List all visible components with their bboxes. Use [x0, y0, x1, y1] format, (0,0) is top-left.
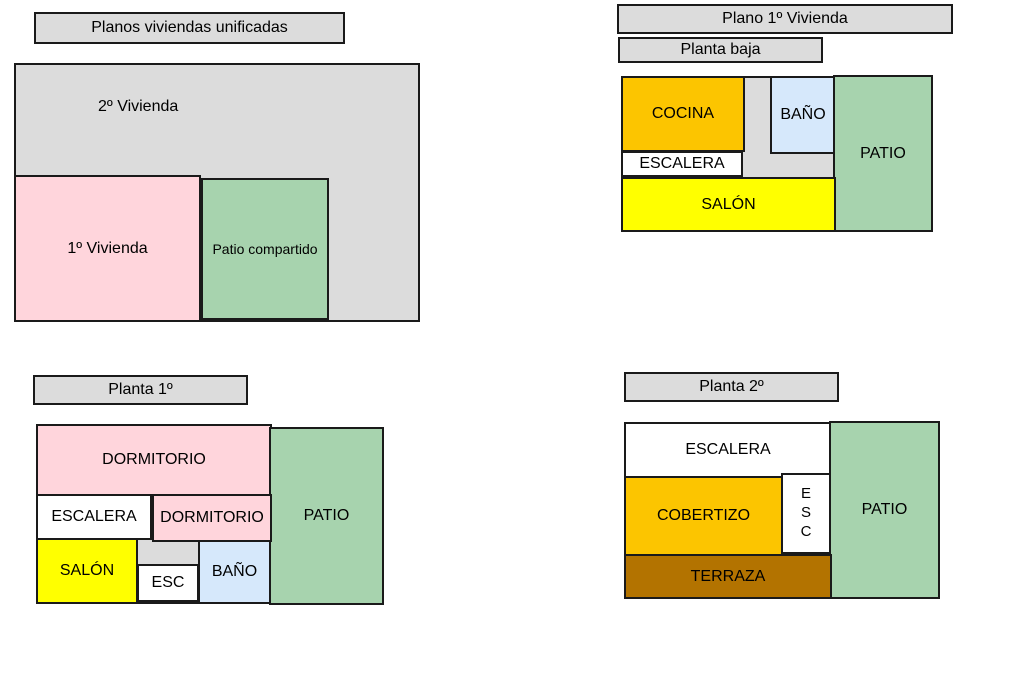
- first-home-area: 1º Vivienda: [14, 175, 201, 322]
- first-bedroom-a: DORMITORIO: [36, 424, 272, 496]
- ground-living: SALÓN: [621, 177, 836, 232]
- title-second-floor: Planta 2º: [624, 372, 839, 402]
- title-plan-first-home: Plano 1º Vivienda: [617, 4, 953, 34]
- first-esc: ESC: [137, 564, 199, 602]
- title-first-floor: Planta 1º: [33, 375, 248, 405]
- second-patio: PATIO: [829, 421, 940, 599]
- second-shed: COBERTIZO: [624, 476, 783, 556]
- ground-patio: PATIO: [833, 75, 933, 232]
- second-esc-letter: S: [800, 504, 811, 522]
- ground-bath: BAÑO: [770, 76, 836, 154]
- second-stairs: ESCALERA: [624, 422, 832, 478]
- first-living: SALÓN: [36, 538, 138, 604]
- ground-kitchen: COCINA: [621, 76, 745, 152]
- title-ground-floor: Planta baja: [618, 37, 823, 63]
- title-unified: Planos viviendas unificadas: [34, 12, 345, 44]
- second-home-label: 2º Vivienda: [98, 98, 179, 115]
- first-patio: PATIO: [269, 427, 384, 605]
- shared-patio-area: Patio compartido: [201, 178, 329, 320]
- ground-stairs: ESCALERA: [621, 151, 743, 177]
- first-bedroom-b: DORMITORIO: [152, 494, 272, 542]
- second-esc-letter: E: [800, 485, 811, 503]
- first-stairs: ESCALERA: [36, 494, 152, 540]
- second-esc-letter: C: [800, 522, 812, 540]
- second-terrace: TERRAZA: [624, 554, 832, 599]
- second-esc: E S C: [781, 473, 831, 554]
- first-bath: BAÑO: [198, 540, 271, 604]
